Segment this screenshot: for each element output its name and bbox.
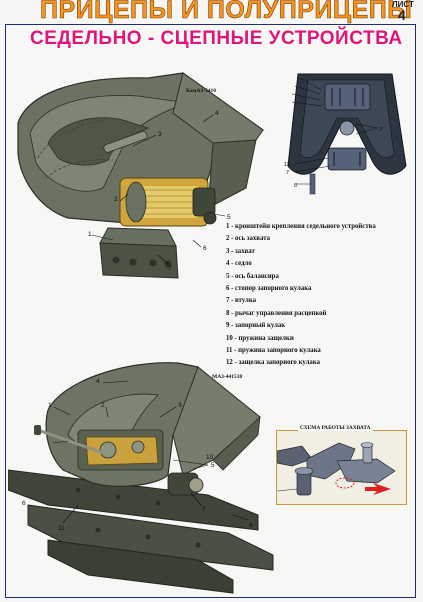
coupling-scheme-drawing <box>277 442 396 496</box>
callout-bottom-8: 8 <box>249 522 253 529</box>
callout-top-4: 4 <box>215 110 219 117</box>
legend-item: 7 - втулка <box>226 297 257 305</box>
legend-item: 10 - пружина защелки <box>226 334 294 342</box>
callout-bottom-10: 10 <box>206 454 214 461</box>
callout-under-11: 11 <box>284 162 290 168</box>
callout-under-12: 12 <box>283 100 289 106</box>
callout-top-5: 5 <box>227 214 231 221</box>
callout-bottom-5: 5 <box>211 462 215 469</box>
callout-top-6: 6 <box>203 245 207 252</box>
callout-bottom-11: 11 <box>58 525 65 532</box>
callout-under-8: 8 <box>294 183 297 189</box>
parts-legend: 1 - кронштейн крепления седельного устро… <box>226 221 416 370</box>
legend-item: 2 - ось захвата <box>226 235 271 243</box>
callout-under-10: 10 <box>286 84 292 90</box>
fifth-wheel-top-illustration: 1 2 3 4 5 6 7 <box>17 72 265 279</box>
legend-item: 12 - защелка запорного кулака <box>226 359 321 367</box>
legend-item: 6 - стопор запорного кулака <box>226 284 312 292</box>
callout-under-3: 3 <box>379 127 382 133</box>
callout-bottom-7: 7 <box>202 506 206 513</box>
sheet-label: ЛИСТ <box>392 0 414 9</box>
fifth-wheel-bottom-illustration: 1 2 3 4 5 6 7 8 10 11 <box>8 362 274 594</box>
model-label-bottom: МАЗ-441510 <box>212 374 243 380</box>
fifth-wheel-underside-illustration: 2 10 9 12 8 3 11 7 <box>283 73 407 195</box>
callout-top-1: 1 <box>88 231 92 238</box>
callout-bottom-6: 6 <box>22 500 26 507</box>
poster-header-title: ПРИЦЕПЫ И ПОЛУПРИЦЕПЫ <box>40 0 413 24</box>
callout-bottom-2: 2 <box>101 402 105 409</box>
callout-under-2: 2 <box>294 76 297 82</box>
legend-item: 8 - рычаг управления расцепкой <box>226 309 327 317</box>
legend-item: 4 - седло <box>226 260 252 268</box>
legend-item: 9 - запорный кулак <box>226 322 286 330</box>
legend-item: 3 - захват <box>226 247 255 255</box>
callout-bottom-3: 3 <box>178 402 182 409</box>
sheet-number: 4 <box>398 7 406 23</box>
direction-arrow-icon <box>365 483 391 495</box>
callout-under-7: 7 <box>286 170 289 176</box>
coupling-scheme-box <box>276 430 407 505</box>
legend-item: 5 - ось балансира <box>226 272 279 280</box>
callout-top-3: 3 <box>158 131 162 138</box>
model-label-top: КамАЗ-5410 <box>186 88 216 94</box>
coupling-scheme-title: СХЕМА РАБОТЫ ЗАХВАТА <box>298 425 373 431</box>
callout-bottom-4: 4 <box>96 378 100 385</box>
legend-item: 11 - пружина запорного кулака <box>226 346 321 354</box>
main-title: СЕДЕЛЬНО - СЦЕПНЫЕ УСТРОЙСТВА <box>30 28 403 49</box>
callout-under-9: 9 <box>286 92 289 98</box>
callout-top-2: 2 <box>114 196 118 203</box>
callout-top-7: 7 <box>168 265 172 272</box>
legend-item: 1 - кронштейн крепления седельного устро… <box>226 223 376 230</box>
callout-bottom-1: 1 <box>48 402 52 409</box>
